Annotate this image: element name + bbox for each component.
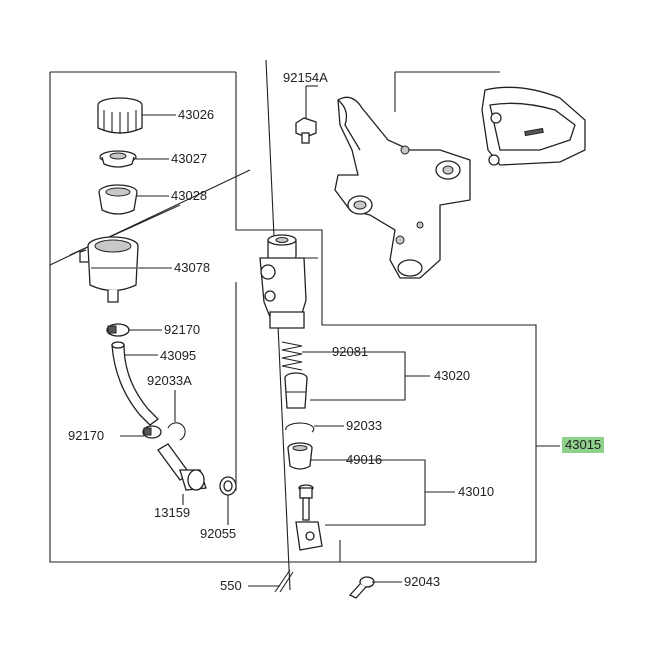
part-label-550: 550 xyxy=(220,578,242,593)
spring-92081 xyxy=(281,341,303,371)
part-label-92170-top: 92170 xyxy=(164,322,201,337)
diaphragm-plate xyxy=(99,150,137,168)
part-label-43028: 43028 xyxy=(171,188,208,203)
piston-43020 xyxy=(284,372,308,409)
part-label-43020: 43020 xyxy=(434,368,471,383)
circlip-92033A xyxy=(167,422,186,441)
reservoir-cap xyxy=(97,97,143,134)
dust-boot-49016 xyxy=(287,442,313,470)
part-label-13159: 13159 xyxy=(154,505,191,520)
part-label-92170-bottom: 92170 xyxy=(68,428,105,443)
hose-clamp-top xyxy=(106,323,130,337)
circlip-92033 xyxy=(285,422,315,433)
hose-fitting xyxy=(157,443,207,491)
master-cylinder xyxy=(259,234,307,329)
label-leaders xyxy=(120,85,402,587)
footrest-bracket xyxy=(334,86,586,279)
part-label-92081: 92081 xyxy=(332,344,369,359)
part-label-43027: 43027 xyxy=(171,151,208,166)
o-ring-92055 xyxy=(219,476,237,496)
part-label-49016: 49016 xyxy=(346,452,383,467)
part-label-43015-highlighted: 43015 xyxy=(562,437,605,453)
part-label-92055: 92055 xyxy=(200,526,237,541)
part-label-92043: 92043 xyxy=(404,574,441,589)
part-label-43095: 43095 xyxy=(160,348,197,363)
part-label-92154A: 92154A xyxy=(283,70,328,85)
push-rod-43010 xyxy=(295,484,323,551)
part-label-92033A: 92033A xyxy=(147,373,192,388)
part-label-43078: 43078 xyxy=(174,260,211,275)
diaphragm xyxy=(98,184,138,215)
part-label-43026: 43026 xyxy=(178,107,215,122)
pin-92043 xyxy=(348,576,375,599)
reservoir-tank xyxy=(79,236,139,303)
reservoir-hose xyxy=(111,341,159,426)
part-label-43010: 43010 xyxy=(458,484,495,499)
hose-clamp-bottom xyxy=(142,425,162,439)
bolt-92154A xyxy=(295,117,317,144)
cotter-pin-550 xyxy=(274,569,294,593)
part-label-92033: 92033 xyxy=(346,418,383,433)
